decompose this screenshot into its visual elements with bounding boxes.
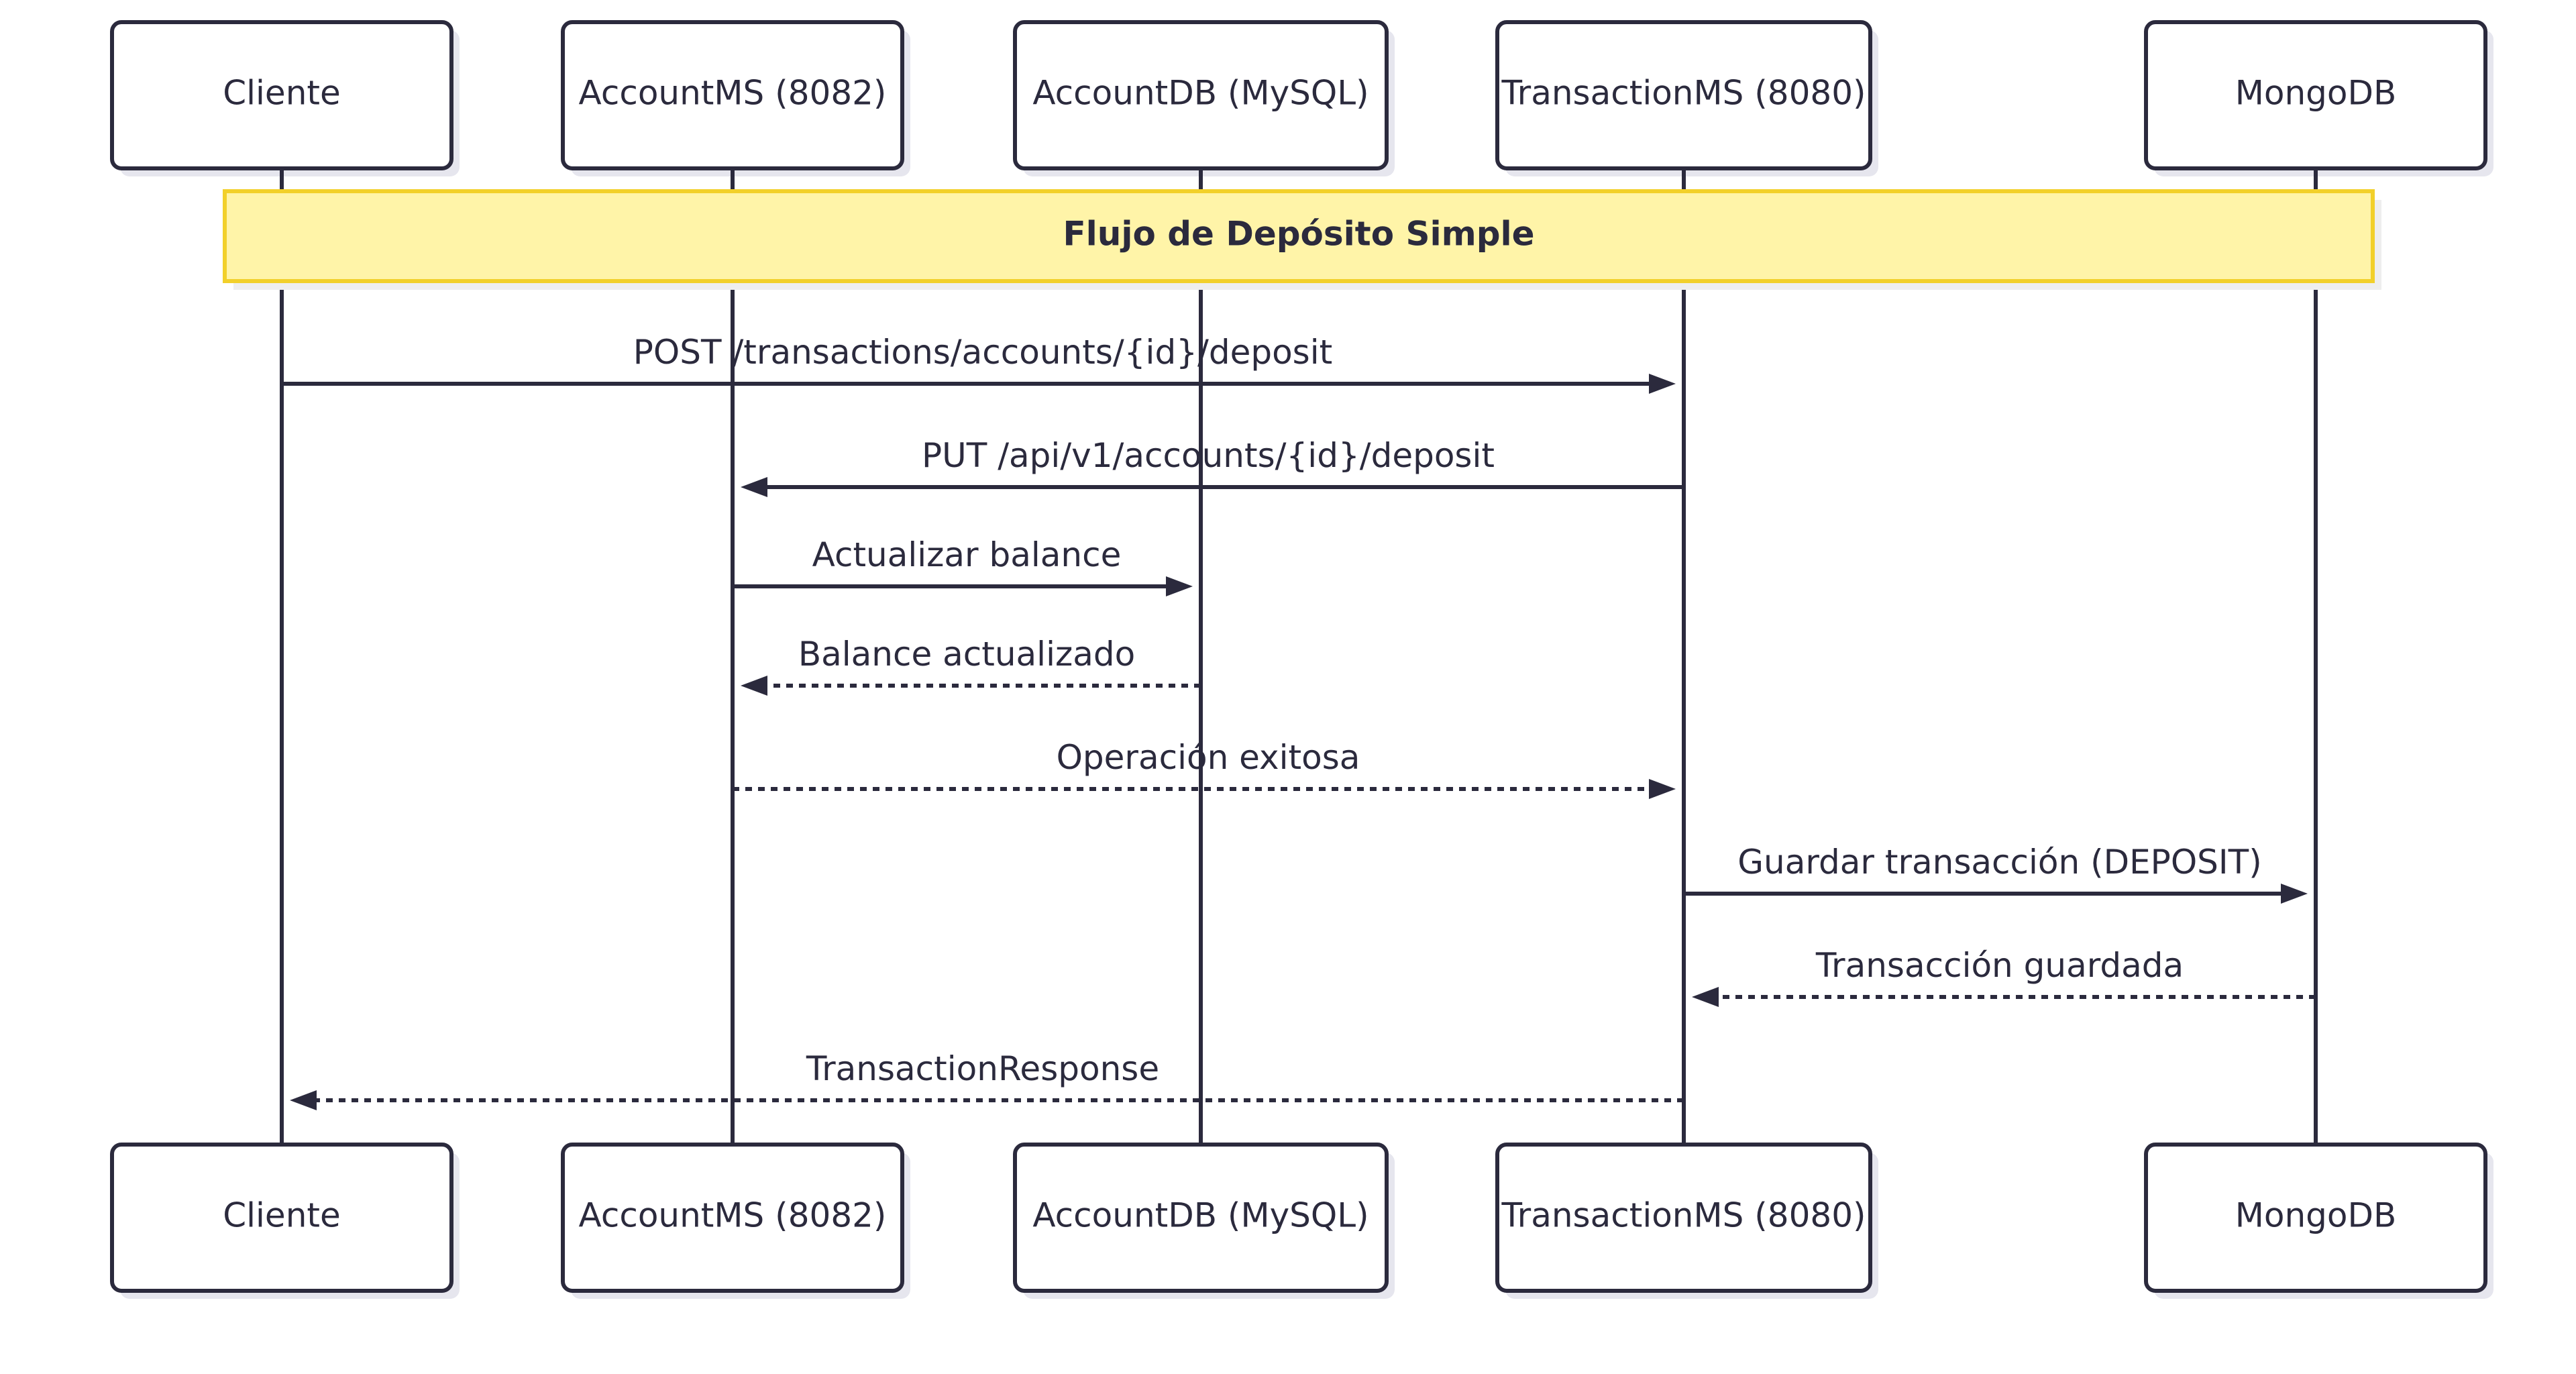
actor-bottom-cliente: Cliente	[110, 1143, 453, 1293]
actor-label-bottom-cliente: Cliente	[223, 1196, 341, 1235]
lifelines-layer	[280, 168, 2318, 1145]
actor-box-bottom-cliente	[110, 1143, 453, 1293]
message-8: TransactionResponse	[290, 1049, 1684, 1110]
message-label: Transacción guardada	[1815, 946, 2184, 985]
message-label: TransactionResponse	[806, 1049, 1159, 1088]
actor-label-bottom-accountms: AccountMS (8082)	[579, 1196, 887, 1235]
arrowhead	[1649, 374, 1676, 394]
actor-box-bottom-accountms	[561, 1143, 904, 1293]
actor-box-top-cliente	[110, 20, 453, 170]
message-label: Guardar transacción (DEPOSIT)	[1737, 843, 2261, 882]
actor-box-bottom-accountdb	[1013, 1143, 1389, 1293]
actor-label-top-accountms: AccountMS (8082)	[579, 74, 887, 113]
message-label: PUT /api/v1/accounts/{id}/deposit	[922, 436, 1495, 475]
actor-top-mongodb: MongoDB	[2144, 20, 2487, 170]
actor-label-top-transactionms: TransactionMS (8080)	[1501, 74, 1866, 113]
actor-label-top-cliente: Cliente	[223, 74, 341, 113]
message-label: Balance actualizado	[798, 635, 1135, 674]
arrowhead	[741, 676, 767, 696]
actor-box-bottom-mongodb	[2144, 1143, 2487, 1293]
message-label: Actualizar balance	[812, 535, 1122, 574]
messages-layer: POST /transactions/accounts/{id}/deposit…	[282, 333, 2316, 1110]
message-label: POST /transactions/accounts/{id}/deposit	[633, 333, 1332, 372]
actor-bottom-accountms: AccountMS (8082)	[561, 1143, 904, 1293]
note-layer: Flujo de Depósito Simple	[223, 189, 2381, 290]
arrowhead	[741, 477, 767, 497]
message-label: Operación exitosa	[1057, 738, 1360, 777]
message-2: PUT /api/v1/accounts/{id}/deposit	[741, 436, 1684, 497]
actor-top-accountdb: AccountDB (MySQL)	[1013, 20, 1389, 170]
message-3: Actualizar balance	[733, 535, 1193, 596]
message-1: POST /transactions/accounts/{id}/deposit	[282, 333, 1676, 394]
actor-bottom-mongodb: MongoDB	[2144, 1143, 2487, 1293]
actor-label-bottom-transactionms: TransactionMS (8080)	[1501, 1196, 1866, 1235]
message-4: Balance actualizado	[741, 635, 1201, 696]
actor-label-top-accountdb: AccountDB (MySQL)	[1032, 74, 1368, 113]
message-5: Operación exitosa	[733, 738, 1676, 799]
arrowhead	[1692, 987, 1719, 1007]
arrowhead	[1649, 779, 1676, 799]
actor-top-cliente: Cliente	[110, 20, 453, 170]
actor-label-bottom-accountdb: AccountDB (MySQL)	[1032, 1196, 1368, 1235]
actor-box-bottom-transactionms	[1495, 1143, 1872, 1293]
note-box	[223, 189, 2375, 283]
message-7: Transacción guardada	[1692, 946, 2316, 1007]
actor-top-accountms: AccountMS (8082)	[561, 20, 904, 170]
actor-label-top-mongodb: MongoDB	[2235, 74, 2397, 113]
actor-box-top-transactionms	[1495, 20, 1872, 170]
actor-box-top-accountdb	[1013, 20, 1389, 170]
arrowhead	[1166, 576, 1193, 596]
actor-top-transactionms: TransactionMS (8080)	[1495, 20, 1872, 170]
arrowhead	[2281, 884, 2308, 904]
actor-bottom-accountdb: AccountDB (MySQL)	[1013, 1143, 1389, 1293]
message-6: Guardar transacción (DEPOSIT)	[1684, 843, 2308, 904]
arrowhead	[290, 1090, 317, 1110]
note-title: Flujo de Depósito Simple	[1063, 215, 1534, 254]
actor-box-top-mongodb	[2144, 20, 2487, 170]
actor-box-top-accountms	[561, 20, 904, 170]
actor-bottom-transactionms: TransactionMS (8080)	[1495, 1143, 1872, 1293]
actor-label-bottom-mongodb: MongoDB	[2235, 1196, 2397, 1235]
